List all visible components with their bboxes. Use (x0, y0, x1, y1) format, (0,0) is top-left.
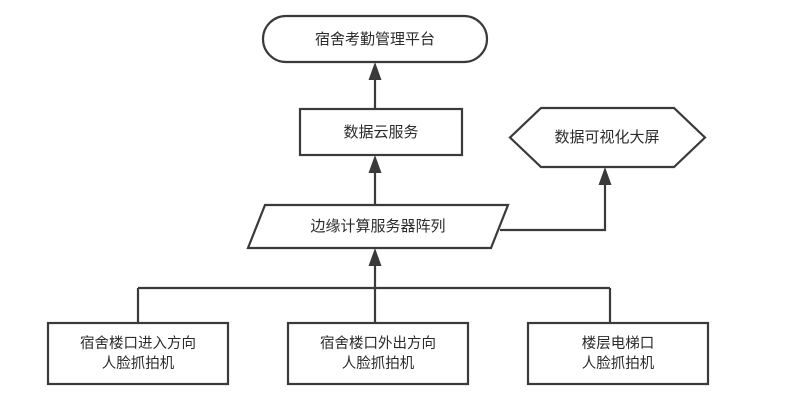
node-edge-computing-label: 边缘计算服务器阵列 (310, 217, 445, 235)
node-camera-exit[interactable]: 宿舍楼口外出方向 人脸抓拍机 (286, 321, 470, 386)
connector-layer (136, 62, 612, 323)
node-cloud-service-label: 数据云服务 (343, 124, 418, 141)
node-camera-elevator-label-line1: 楼层电梯口 (582, 335, 655, 352)
node-edge-computing[interactable]: 边缘计算服务器阵列 (246, 203, 510, 250)
node-big-screen-label: 数据可视化大屏 (554, 129, 659, 146)
node-camera-elevator-shape (526, 321, 710, 386)
node-camera-exit-shape (286, 321, 470, 386)
arrow-head-up-icon (368, 248, 382, 266)
node-cloud-service[interactable]: 数据云服务 (298, 107, 464, 157)
arrow-head-up-icon (368, 62, 382, 80)
arrow-head-up-icon (368, 155, 382, 173)
node-platform-shape (261, 14, 489, 64)
connector-cloud-to-platform (368, 62, 382, 109)
node-cloud-service-shape (298, 107, 464, 157)
node-edge-computing-shape (246, 203, 510, 250)
node-camera-elevator[interactable]: 楼层电梯口 人脸抓拍机 (526, 321, 710, 386)
arrow-head-up-icon (598, 167, 612, 185)
node-layer: 宿舍考勤管理平台 数据云服务 数据可视化大屏 边缘计算服务器阵列 宿舍楼口进入方… (46, 14, 710, 386)
node-big-screen-shape (508, 106, 707, 169)
node-camera-exit-label-line2: 人脸抓拍机 (342, 355, 415, 372)
node-camera-entry[interactable]: 宿舍楼口进入方向 人脸抓拍机 (46, 321, 230, 386)
connector-line (500, 183, 607, 232)
node-camera-entry-label-line2: 人脸抓拍机 (102, 355, 175, 372)
connector-edge-to-bigscreen (500, 167, 612, 232)
node-camera-entry-shape (46, 321, 230, 386)
node-camera-elevator-label-line2: 人脸抓拍机 (582, 355, 655, 372)
node-platform-label: 宿舍考勤管理平台 (315, 31, 435, 48)
node-big-screen[interactable]: 数据可视化大屏 (508, 106, 707, 169)
connector-cameras-to-edge (368, 248, 382, 288)
node-camera-entry-label-line1: 宿舍楼口进入方向 (80, 335, 196, 352)
connector-edge-to-cloud (368, 155, 382, 205)
node-camera-exit-label-line1: 宿舍楼口外出方向 (320, 335, 436, 352)
node-platform[interactable]: 宿舍考勤管理平台 (261, 14, 489, 64)
